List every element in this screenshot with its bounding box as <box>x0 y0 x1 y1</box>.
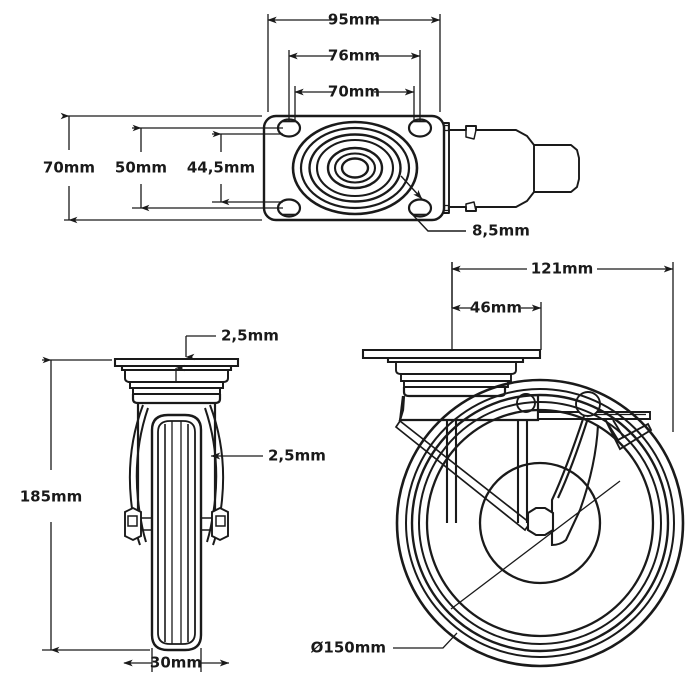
side-view: 121mm 46mm <box>311 260 685 668</box>
dim-overall-height <box>42 356 150 654</box>
dim-plate-thickness <box>175 335 216 382</box>
dim-swivel-offset <box>451 262 542 350</box>
brake-lever-assembly <box>443 122 580 214</box>
bolt-hole-slots <box>283 120 426 216</box>
front-view: 2,5mm 2,5mm 185mm 30mm <box>20 327 326 672</box>
wheel-hub-circle <box>478 461 602 585</box>
dim-label-plate-depth: 70mm <box>43 159 95 177</box>
leader-wheel-diameter <box>393 480 621 649</box>
dim-label-bolt-pattern-long: 76mm <box>328 47 380 65</box>
dim-label-overall-height: 185mm <box>20 488 83 506</box>
dim-label-wheel-width: 30mm <box>150 654 202 672</box>
bolt-hole-bottom-right <box>407 198 433 218</box>
side-wheel-rings <box>395 378 685 668</box>
top-plate-view: 95mm 76mm 70mm 70mm 50m <box>43 11 580 240</box>
front-axle-nuts <box>124 506 229 542</box>
front-fork-arms <box>128 404 225 546</box>
swivel-raceway-rings <box>291 120 419 216</box>
dim-label-overall-length: 121mm <box>531 260 594 278</box>
dim-label-bolt-hole-inner: 44,5mm <box>187 159 255 177</box>
dim-bolt-pattern-76 <box>288 50 421 121</box>
dim-bolt-spacing-70 <box>294 86 415 121</box>
leader-bolt-hole-diameter <box>400 175 466 232</box>
dim-bolt-pattern-50 <box>132 124 283 212</box>
dim-bolt-hole-inner-445 <box>212 130 283 206</box>
side-swivel-raceway <box>395 362 517 388</box>
dim-wheel-width <box>123 648 230 672</box>
front-wheel <box>150 413 203 652</box>
side-top-plate <box>361 348 542 364</box>
dim-plate-depth-70 <box>60 112 262 224</box>
dim-label-swivel-offset: 46mm <box>470 299 522 317</box>
dim-label-bolt-pattern-short: 50mm <box>115 159 167 177</box>
side-axle-hex-nut <box>526 506 555 537</box>
side-fork-legs <box>394 415 600 547</box>
dim-label-wheel-diameter: Ø150mm <box>311 639 386 657</box>
mounting-plate-outline <box>262 114 446 222</box>
dim-label-tread-thickness: 2,5mm <box>268 447 326 465</box>
dim-label-bolt-hole-spacing: 70mm <box>328 83 380 101</box>
dim-label-plate-width: 95mm <box>328 11 380 29</box>
dim-label-plate-thickness: 2,5mm <box>221 327 279 345</box>
dim-label-bolt-hole-diameter: 8,5mm <box>472 222 530 240</box>
dim-plate-width-95 <box>267 14 441 112</box>
